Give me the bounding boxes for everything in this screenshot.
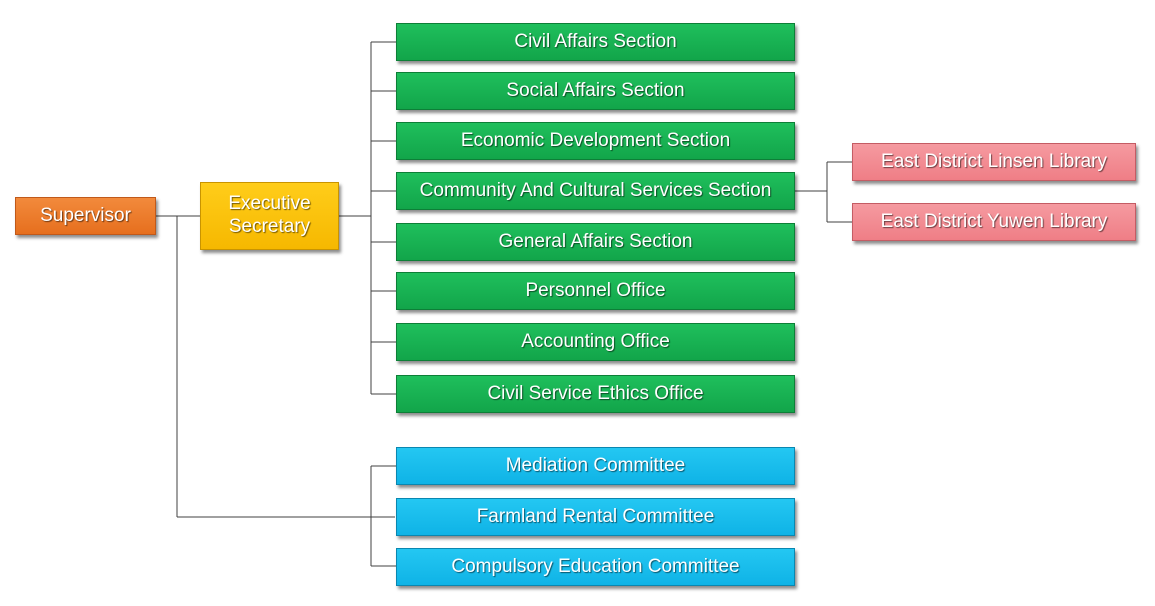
section-label: General Affairs Section [498,230,693,252]
committee-box: Mediation Committee [396,447,795,485]
section-label: Personnel Office [525,279,666,301]
section-label: Community And Cultural Services Section [419,179,772,201]
section-label: Civil Service Ethics Office [487,382,704,404]
library-label: East District Yuwen Library [880,210,1108,232]
section-box: Accounting Office [396,323,795,361]
section-label: Accounting Office [521,330,670,352]
committee-label: Mediation Committee [505,454,686,476]
supervisor-label: Supervisor [40,204,131,226]
executive-secretary-label: Executive Secretary [228,193,311,237]
committee-box: Farmland Rental Committee [396,498,795,536]
section-box: Personnel Office [396,272,795,310]
library-label: East District Linsen Library [881,150,1107,172]
section-box: Civil Service Ethics Office [396,375,795,413]
committee-box: Compulsory Education Committee [396,548,795,586]
executive-secretary-box: Executive Secretary [200,182,339,250]
section-label: Social Affairs Section [506,79,685,101]
section-label: Economic Development Section [460,129,731,151]
section-box: Economic Development Section [396,122,795,160]
section-box: General Affairs Section [396,223,795,261]
committee-label: Compulsory Education Committee [451,555,740,577]
library-box: East District Yuwen Library [852,203,1136,241]
committee-label: Farmland Rental Committee [476,505,715,527]
section-box: Civil Affairs Section [396,23,795,61]
section-box: Social Affairs Section [396,72,795,110]
section-label: Civil Affairs Section [514,30,677,52]
supervisor-box: Supervisor [15,197,156,235]
library-box: East District Linsen Library [852,143,1136,181]
section-box: Community And Cultural Services Section [396,172,795,210]
